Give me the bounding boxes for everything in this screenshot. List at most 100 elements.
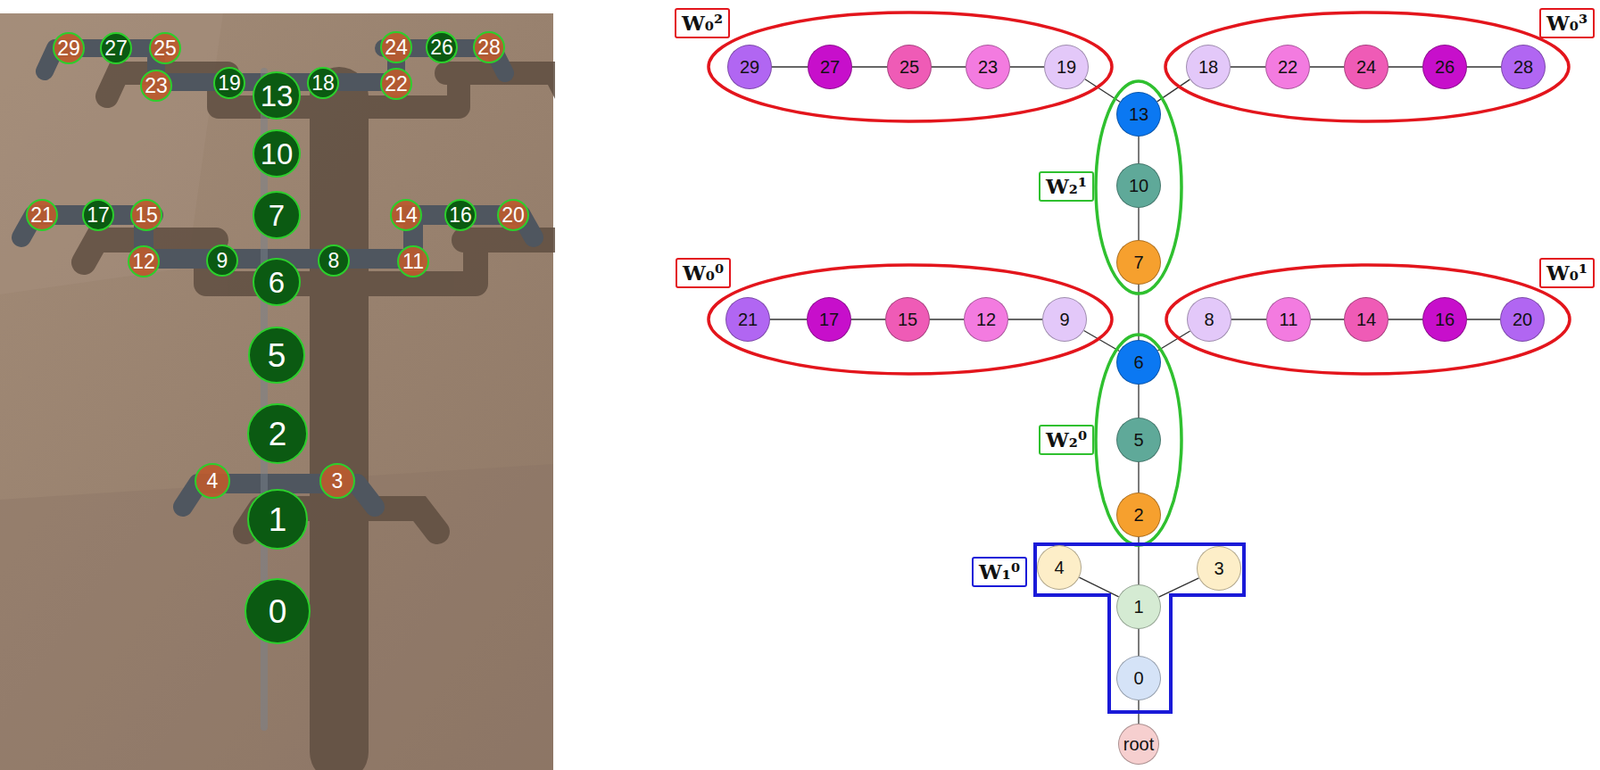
node-number: 10 [1128, 176, 1149, 195]
graph-node: 19 [1044, 44, 1089, 90]
tree-edge [1008, 318, 1043, 320]
tree-edge [929, 318, 964, 320]
callout-number: 19 [213, 66, 246, 100]
node-number: 7 [1133, 253, 1144, 272]
graph-node: 15 [885, 297, 930, 342]
node-number: 0 [1133, 669, 1144, 688]
group-outline: W₀⁰211715129 [705, 262, 1115, 377]
node-number: 2 [1133, 505, 1144, 524]
graph-node: 5 [1116, 417, 1161, 463]
graph-node: 25 [887, 44, 932, 90]
callout-number: 15 [130, 198, 163, 232]
group-outline: W₀²2927252319 [705, 9, 1115, 125]
callout-number: 3 [319, 463, 356, 499]
graph-node: 11 [1266, 297, 1311, 342]
node-number: root [1123, 735, 1154, 754]
tree-edge [1309, 66, 1344, 67]
callout-number: 25 [149, 32, 182, 65]
callout-number: 6 [252, 257, 301, 307]
graph-node: 10 [1116, 163, 1161, 208]
graph-node: 13 [1116, 91, 1161, 137]
weight-label: W₀⁰ [675, 257, 731, 290]
node-number: 21 [737, 310, 758, 329]
callout-number: 2 [247, 403, 308, 465]
callout-number: 14 [389, 198, 423, 232]
callout-number: 13 [252, 71, 301, 120]
graph-node: 8 [1186, 297, 1232, 342]
graph-node: 14 [1343, 297, 1389, 342]
node-number: 19 [1056, 58, 1077, 76]
graph-node: 28 [1500, 44, 1546, 90]
node-number: 5 [1133, 431, 1144, 449]
node-number: 28 [1513, 58, 1534, 76]
graph-node: 12 [963, 297, 1009, 342]
node-number: 12 [976, 310, 996, 329]
callout-number: 5 [248, 326, 306, 384]
graph-node: 9 [1042, 297, 1087, 342]
graph-node: 23 [965, 44, 1011, 90]
node-number: 13 [1128, 105, 1149, 124]
callout-number: 11 [397, 245, 430, 278]
graph-node: 4 [1036, 545, 1082, 590]
tree-edge [1137, 384, 1139, 418]
tree-edge [1137, 136, 1139, 164]
node-number: 26 [1434, 58, 1455, 76]
node-number: 3 [1213, 559, 1224, 578]
group-outline-shape [1035, 544, 1244, 713]
callout-number: 7 [252, 190, 301, 240]
node-number: 24 [1356, 58, 1377, 76]
node-number: 18 [1198, 58, 1219, 76]
graph-node: 7 [1116, 240, 1161, 285]
callout-number: 28 [472, 31, 506, 64]
tree-edge [1388, 66, 1423, 67]
group-outline: W₀¹811141620 [1163, 262, 1573, 377]
group-outline-shape [708, 265, 1112, 374]
graph-node: 27 [807, 44, 853, 90]
callout-number: 18 [306, 66, 340, 100]
callout-number: 20 [497, 198, 530, 232]
callout-number: 1 [247, 489, 308, 550]
graph-node: root [1118, 723, 1160, 765]
node-number: 29 [739, 58, 760, 76]
callout-number: 4 [194, 463, 231, 499]
floor [0, 13, 554, 770]
weight-label: W₂⁰ [1038, 424, 1095, 456]
tree-edge [1137, 629, 1139, 656]
node-number: 14 [1356, 310, 1377, 329]
group-outline-shape [1095, 81, 1182, 294]
node-number: 16 [1434, 310, 1455, 329]
weight-label: W₀³ [1539, 8, 1595, 40]
tree-edge [1231, 318, 1267, 320]
group-outline-shape [708, 12, 1112, 122]
group-outline: W₁⁰4310 [1033, 542, 1246, 714]
node-number: 9 [1059, 310, 1070, 329]
tree-edge [770, 318, 807, 320]
graph-node: 17 [806, 297, 852, 342]
callout-number: 27 [99, 32, 133, 65]
tree-edge [851, 318, 886, 320]
tree-edge [1388, 318, 1423, 320]
weight-label: W₂¹ [1038, 171, 1095, 203]
node-number: 23 [978, 58, 998, 76]
graph-node: 2 [1116, 492, 1161, 538]
robot-shadow [83, 73, 556, 753]
tree-edge [852, 66, 888, 67]
graph-node: 3 [1196, 546, 1242, 591]
node-number: 15 [897, 310, 918, 329]
tree-edge [1137, 207, 1139, 241]
tree-edge [1467, 66, 1501, 67]
group-outline-shape [1095, 334, 1182, 546]
tree-edge [931, 66, 966, 67]
node-number: 27 [820, 58, 840, 76]
node-number: 8 [1203, 310, 1214, 329]
tree-edge [1310, 318, 1344, 320]
robot-links [21, 48, 534, 507]
graph-node: 26 [1422, 44, 1468, 90]
tree-edge [1230, 66, 1266, 67]
callout-number: 23 [140, 69, 173, 102]
group-outline-shape [1165, 12, 1569, 122]
tree-edge [771, 66, 808, 67]
node-number: 20 [1512, 310, 1533, 329]
